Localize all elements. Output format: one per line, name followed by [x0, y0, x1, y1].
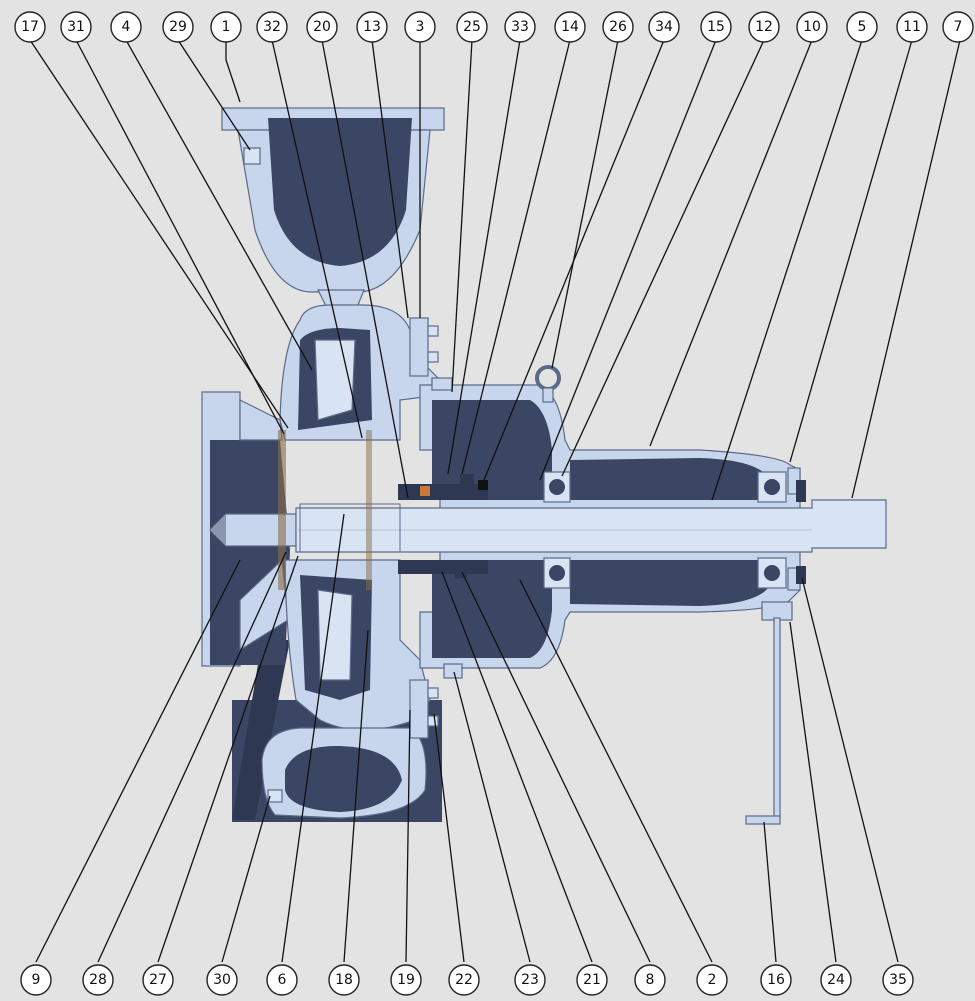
callout-3: 3 [404, 11, 436, 43]
casing-bolts-upper [409, 317, 429, 377]
svg-text:20: 20 [313, 19, 331, 35]
callout-12: 12 [748, 11, 780, 43]
callout-25: 25 [456, 11, 488, 43]
callout-10: 10 [796, 11, 828, 43]
callout-9: 9 [20, 964, 52, 996]
svg-text:3: 3 [416, 19, 425, 35]
callout-13: 13 [356, 11, 388, 43]
svg-text:25: 25 [463, 19, 481, 35]
svg-text:13: 13 [363, 19, 381, 35]
mechanical-seal-upper [398, 484, 488, 500]
wear-ring-front [278, 430, 286, 590]
casing-bolts-lower [409, 679, 429, 739]
leader-lines [29, 39, 961, 963]
svg-text:30: 30 [213, 972, 231, 988]
base-plate-taper [232, 640, 290, 820]
bearing-housing-lower [570, 560, 770, 606]
svg-text:33: 33 [511, 19, 529, 35]
callout-29: 29 [162, 11, 194, 43]
callout-35: 35 [882, 964, 914, 996]
lifting-eye [535, 365, 561, 403]
svg-text:14: 14 [561, 19, 579, 35]
pump-cross-section [201, 107, 887, 825]
wear-ring-back [366, 430, 372, 590]
callout-20: 20 [306, 11, 338, 43]
callout-4: 4 [110, 11, 142, 43]
svg-text:32: 32 [263, 19, 281, 35]
callout-14: 14 [554, 11, 586, 43]
svg-text:8: 8 [646, 972, 655, 988]
svg-text:7: 7 [954, 19, 963, 35]
svg-text:12: 12 [755, 19, 773, 35]
svg-text:16: 16 [767, 972, 785, 988]
shaft-sleeve [299, 503, 401, 553]
callout-11: 11 [896, 11, 928, 43]
svg-text:11: 11 [903, 19, 921, 35]
callouts-top: 17 31 4 29 1 32 20 13 3 25 33 14 26 34 1… [14, 11, 974, 43]
bearing-inboard [543, 471, 571, 589]
callout-33: 33 [504, 11, 536, 43]
svg-text:29: 29 [169, 19, 187, 35]
svg-text:6: 6 [278, 972, 287, 988]
mechanical-seal-lower [398, 560, 488, 574]
callout-31: 31 [60, 11, 92, 43]
svg-text:22: 22 [455, 972, 473, 988]
support-foot [745, 601, 793, 825]
svg-text:26: 26 [609, 19, 627, 35]
svg-text:18: 18 [335, 972, 353, 988]
shaft [295, 499, 887, 553]
callout-23: 23 [514, 964, 546, 996]
svg-text:27: 27 [149, 972, 167, 988]
svg-text:23: 23 [521, 972, 539, 988]
callout-30: 30 [206, 964, 238, 996]
callout-5: 5 [846, 11, 878, 43]
svg-text:9: 9 [32, 972, 41, 988]
svg-text:34: 34 [655, 19, 673, 35]
callout-8: 8 [634, 964, 666, 996]
callout-19: 19 [390, 964, 422, 996]
svg-text:24: 24 [827, 972, 845, 988]
callout-17: 17 [14, 11, 46, 43]
svg-text:17: 17 [21, 19, 39, 35]
callout-32: 32 [256, 11, 288, 43]
callout-2: 2 [696, 964, 728, 996]
svg-text:21: 21 [583, 972, 601, 988]
callout-27: 27 [142, 964, 174, 996]
callout-21: 21 [576, 964, 608, 996]
svg-text:31: 31 [67, 19, 85, 35]
svg-text:35: 35 [889, 972, 907, 988]
discharge-nozzle [221, 107, 445, 293]
callout-7: 7 [942, 11, 974, 43]
bearing-housing-upper [570, 458, 770, 500]
callout-24: 24 [820, 964, 852, 996]
svg-text:5: 5 [858, 19, 867, 35]
callout-34: 34 [648, 11, 680, 43]
svg-text:4: 4 [122, 19, 131, 35]
callout-28: 28 [82, 964, 114, 996]
callout-6: 6 [266, 964, 298, 996]
callout-16: 16 [760, 964, 792, 996]
svg-text:15: 15 [707, 19, 725, 35]
callout-26: 26 [602, 11, 634, 43]
svg-text:19: 19 [397, 972, 415, 988]
svg-text:1: 1 [222, 19, 231, 35]
callouts-bottom: 9 28 27 30 6 18 19 22 23 21 8 2 16 24 35 [20, 964, 914, 996]
svg-text:2: 2 [708, 972, 717, 988]
callout-15: 15 [700, 11, 732, 43]
callout-18: 18 [328, 964, 360, 996]
svg-text:28: 28 [89, 972, 107, 988]
callout-22: 22 [448, 964, 480, 996]
bearing-outboard [757, 471, 787, 589]
svg-text:10: 10 [803, 19, 821, 35]
callout-1: 1 [210, 11, 242, 43]
